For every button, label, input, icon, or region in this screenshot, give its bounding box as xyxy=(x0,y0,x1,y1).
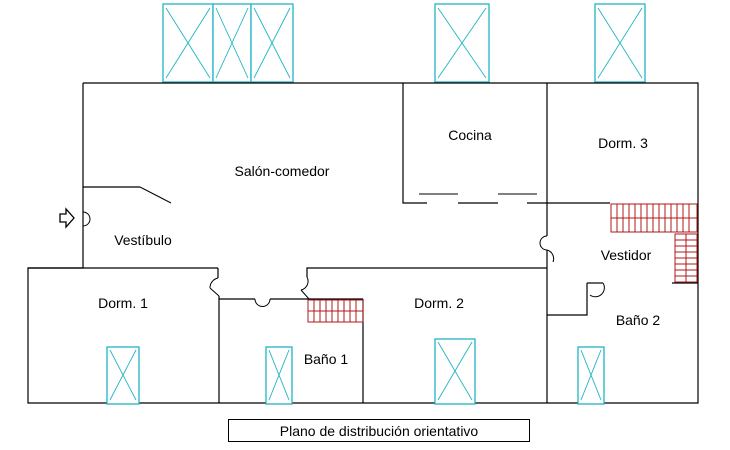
window-salon-1 xyxy=(162,3,214,83)
wardrobe-dorm3 xyxy=(610,203,698,233)
room-label-bano1: Baño 1 xyxy=(304,351,349,367)
window-dorm1 xyxy=(106,346,140,405)
window-dorm3 xyxy=(594,3,646,83)
room-label-dorm3: Dorm. 3 xyxy=(598,135,648,151)
interior-walls xyxy=(28,83,698,403)
room-label-dorm1: Dorm. 1 xyxy=(98,295,148,311)
room-label-dorm2: Dorm. 2 xyxy=(414,295,464,311)
plan-caption-text: Plano de distribución orientativo xyxy=(279,422,479,439)
doors xyxy=(82,186,605,307)
entrance-arrow-icon xyxy=(59,207,75,229)
plan-caption: Plano de distribución orientativo xyxy=(228,419,530,442)
room-label-vestidor: Vestidor xyxy=(601,247,652,263)
room-label-cocina: Cocina xyxy=(448,127,492,143)
room-label-salon: Salón-comedor xyxy=(235,163,330,179)
window-cocina xyxy=(434,3,490,83)
window-bano1 xyxy=(265,346,293,405)
window-salon-2 xyxy=(212,3,252,83)
window-bano2 xyxy=(577,346,605,405)
room-label-bano2: Baño 2 xyxy=(616,312,661,328)
window-salon-3 xyxy=(250,3,294,83)
window-dorm2 xyxy=(434,338,476,405)
room-label-vestibulo: Vestíbulo xyxy=(114,232,172,248)
wardrobe-vestidor xyxy=(674,233,698,283)
wardrobe-dorm2 xyxy=(307,299,364,323)
